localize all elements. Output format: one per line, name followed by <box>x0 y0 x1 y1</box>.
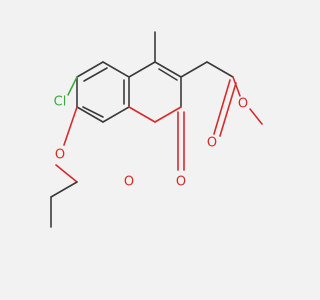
atom-label-chlorine: Cl <box>54 95 67 110</box>
atom-ether-oxygen: O <box>52 147 68 163</box>
bond-c7-c8-inner <box>82 106 104 118</box>
atom-label-carbonyl-oxygen: O <box>176 175 186 190</box>
bond-ester-c-oester <box>232 76 241 97</box>
bond-layer <box>50 31 263 228</box>
bond-oether-ch2 <box>55 164 78 183</box>
bond-ester-c-o-b <box>219 82 237 137</box>
bond-c6-cl <box>67 76 78 96</box>
bond-c8-c8a <box>102 106 130 123</box>
atom-label-layer: Cl O O O O O <box>50 92 251 190</box>
chemical-structure: Cl O O O O O <box>50 31 263 228</box>
atom-label-ether-oxygen: O <box>55 148 65 163</box>
atom-ester-carbonyl-oxygen: O <box>204 135 220 151</box>
bond-c4-c3-inner <box>158 68 178 81</box>
bond-c4a-c4 <box>128 61 156 78</box>
bond-c4-c3 <box>154 61 182 78</box>
atom-carbonyl-oxygen: O <box>173 174 189 190</box>
bond-ch2-ester-c <box>206 61 234 78</box>
bond-c5-c6-inner <box>83 67 108 82</box>
atom-ring-oxygen: O <box>121 174 137 190</box>
bond-o1-c2 <box>154 106 182 123</box>
atom-label-ring-oxygen: O <box>124 175 134 190</box>
atom-ester-oxygen: O <box>235 96 251 112</box>
atom-label-ester-carbonyl-oxygen: O <box>207 136 217 151</box>
bond-c7-c8 <box>76 106 104 123</box>
atom-label-ester-oxygen: O <box>238 97 248 112</box>
bond-c5-c6 <box>76 61 104 78</box>
bond-c4a-c5 <box>102 61 130 78</box>
bond-oester-methyl <box>249 108 263 125</box>
atom-chlorine: Cl <box>50 92 70 112</box>
bond-c3-ch2 <box>180 61 208 78</box>
bond-c7-oether <box>63 106 78 146</box>
bond-ch2-ch2 <box>50 181 78 198</box>
bond-c8a-o1 <box>128 106 156 123</box>
bond-ester-c-o-a <box>213 79 231 135</box>
